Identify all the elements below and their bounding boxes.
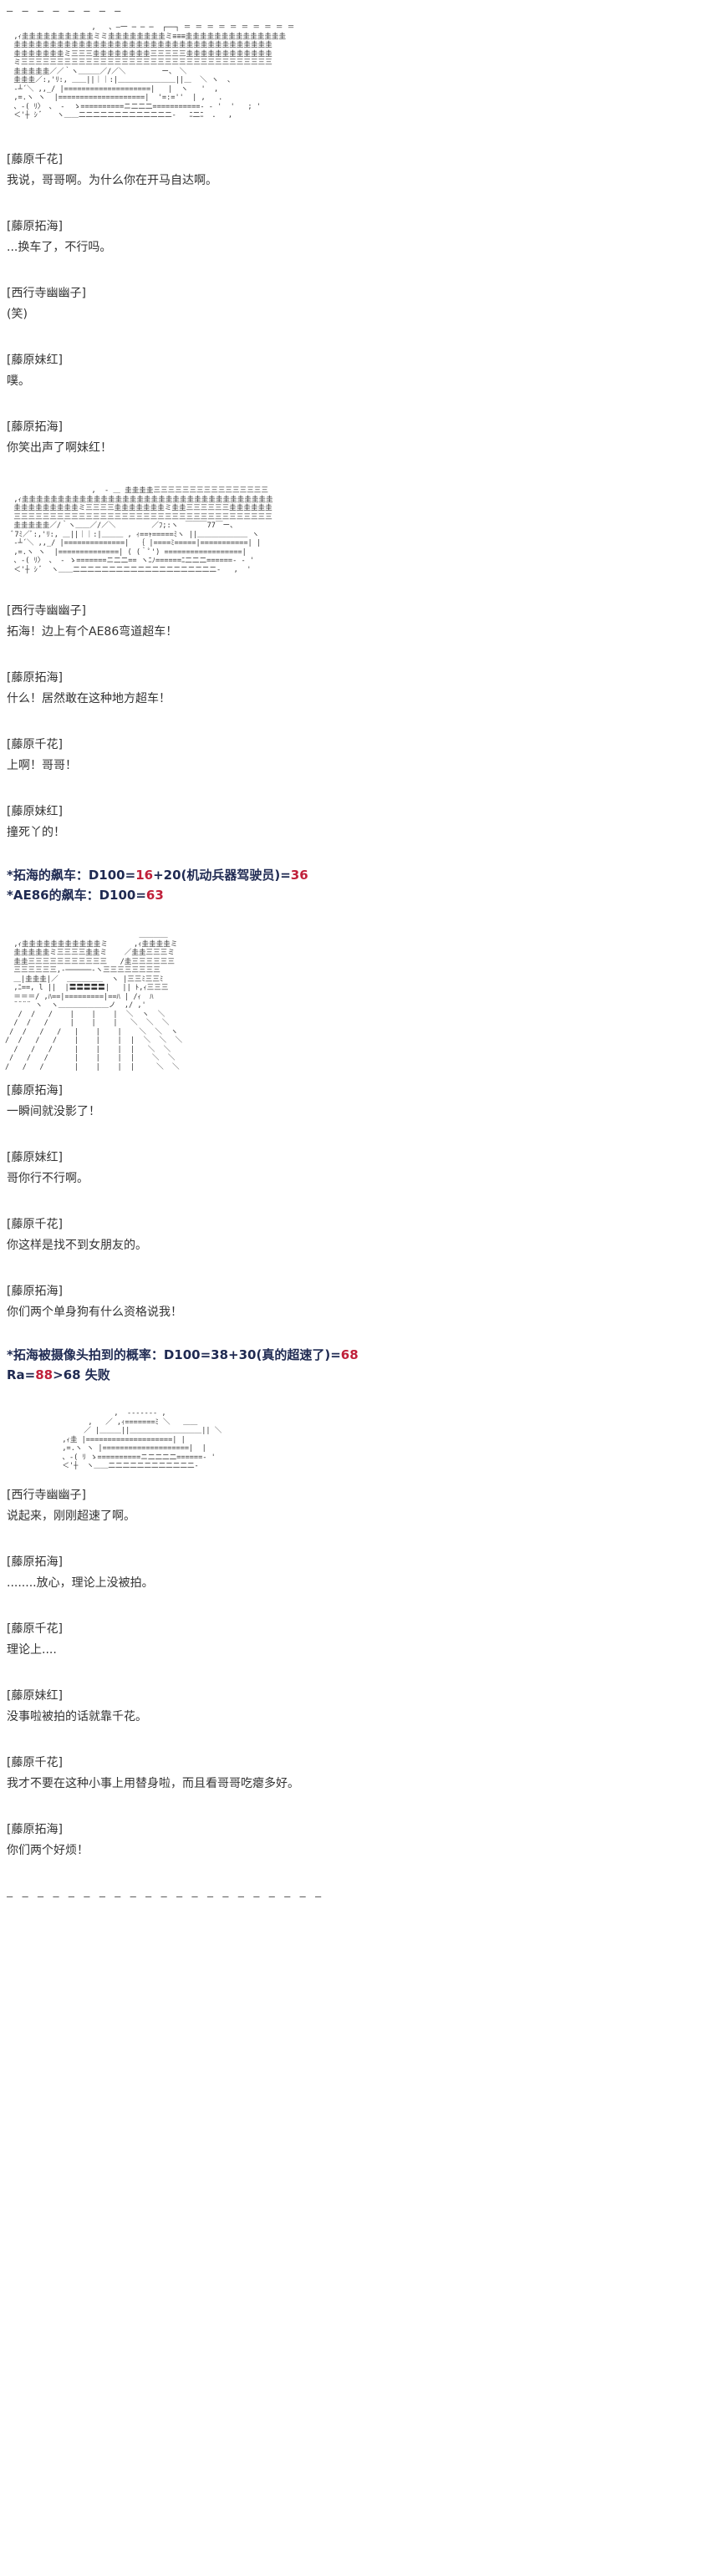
- dialogue-line: 你们两个单身狗有什么资格说我！: [7, 1306, 182, 1319]
- roll-label: Ra=: [7, 1367, 36, 1382]
- ascii-art-car-scene-2: , ‐ ＿ 圭圭圭圭三三三三三三三三三三三三三三三三 ,ｨ圭圭圭圭圭圭圭圭圭圭圭…: [9, 486, 273, 574]
- roll-label: *拓海被摄像头拍到的概率：D100=38+30(真的超速了)=: [7, 1347, 341, 1362]
- dice-roll-ae86: *AE86的飙车：D100=63: [7, 888, 164, 903]
- speaker-label: [西行寺幽幽子]: [7, 1489, 86, 1502]
- speaker-label: [藤原拓海]: [7, 671, 63, 685]
- dialogue-line: ...换车了，不行吗。: [7, 241, 112, 254]
- roll-modifier: +20(机动兵器驾驶员)=: [153, 868, 291, 883]
- dialogue-line: 我才不要在这种小事上用替身啦，而且看哥哥吃瘪多好。: [7, 1777, 299, 1790]
- roll-label: *拓海的飙车：D100=: [7, 868, 136, 883]
- speaker-label: [藤原千花]: [7, 1218, 63, 1231]
- dialogue-line: 我说，哥哥啊。为什么你在开马自达啊。: [7, 174, 217, 187]
- speaker-label: [西行寺幽幽子]: [7, 287, 86, 300]
- dialogue-line: ........放心，理论上没被拍。: [7, 1576, 154, 1590]
- ascii-art-car-scene-3: , ‐‐‐‐‐‐‐ , , ／ ,ｨ=======ﾐ ＼ ＿＿ ／ |＿＿＿||…: [62, 1409, 222, 1470]
- dialogue-line: (笑): [7, 308, 28, 321]
- dialogue-line: 你们两个好烦！: [7, 1844, 89, 1857]
- roll-total: 36: [290, 868, 308, 883]
- dialogue-line: 说起来，刚刚超速了啊。: [7, 1509, 135, 1523]
- roll-label: *AE86的飙车：D100=: [7, 888, 146, 903]
- dialogue-line: 撞死丫的！: [7, 826, 65, 839]
- dialogue-line: 你笑出声了啊妹红！: [7, 441, 112, 455]
- top-divider: — — — — — — — —: [7, 5, 123, 17]
- ascii-art-road-scene: ＿＿＿＿ ,ｨ圭圭圭圭圭圭圭圭圭圭圭ミ ,ｨ圭圭圭圭ミ 圭圭圭圭圭ミ三三三三圭圭…: [5, 931, 183, 1072]
- bottom-divider: — — — — — — — — — — — — — — — — — — — — …: [7, 1891, 323, 1902]
- roll-result: >68 失败: [53, 1367, 110, 1382]
- speaker-label: [藤原千花]: [7, 153, 63, 166]
- dialogue-line: 没事啦被拍的话就靠千花。: [7, 1710, 147, 1723]
- speaker-label: [藤原妹红]: [7, 354, 63, 367]
- roll-value: 16: [135, 868, 154, 883]
- speaker-label: [藤原千花]: [7, 738, 63, 751]
- roll-value: 88: [35, 1367, 53, 1382]
- speaker-label: [藤原千花]: [7, 1756, 63, 1769]
- dice-roll-camera: *拓海被摄像头拍到的概率：D100=38+30(真的超速了)=68: [7, 1347, 359, 1362]
- dialogue-line: 上啊！哥哥！: [7, 759, 77, 772]
- speaker-label: [藤原拓海]: [7, 420, 63, 434]
- dialogue-line: 拓海！边上有个AE86弯道超车！: [7, 625, 178, 639]
- speaker-label: [藤原妹红]: [7, 805, 63, 818]
- dice-roll-ra: Ra=88>68 失败: [7, 1367, 110, 1382]
- speaker-label: [藤原千花]: [7, 1622, 63, 1636]
- dice-roll-takumi: *拓海的飙车：D100=16+20(机动兵器驾驶员)=36: [7, 868, 308, 883]
- speaker-label: [藤原妹红]: [7, 1689, 63, 1703]
- speaker-label: [藤原拓海]: [7, 1555, 63, 1569]
- speaker-label: [藤原拓海]: [7, 1823, 63, 1836]
- speaker-label: [藤原拓海]: [7, 1285, 63, 1298]
- speaker-label: [西行寺幽幽子]: [7, 604, 86, 618]
- dialogue-line: 一瞬间就没影了！: [7, 1105, 100, 1118]
- roll-total: 63: [145, 888, 164, 903]
- speaker-label: [藤原拓海]: [7, 1084, 63, 1097]
- dialogue-line: 理论上....: [7, 1643, 57, 1657]
- dialogue-line: 你这样是找不到女朋友的。: [7, 1239, 147, 1252]
- dialogue-line: 哥你行不行啊。: [7, 1172, 89, 1185]
- dialogue-line: 噗。: [7, 374, 30, 388]
- speaker-label: [藤原拓海]: [7, 220, 63, 233]
- roll-total: 68: [340, 1347, 359, 1362]
- speaker-label: [藤原妹红]: [7, 1151, 63, 1164]
- ascii-art-car-scene-1: , 、―一 ─ ─ ─ ┌──┐ ＝ ＝ ＝ ＝ ＝ ＝ ＝ ＝ ＝ ＝ ,ｨ圭…: [13, 23, 295, 120]
- dialogue-line: 什么！居然敢在这种地方超车！: [7, 692, 171, 705]
